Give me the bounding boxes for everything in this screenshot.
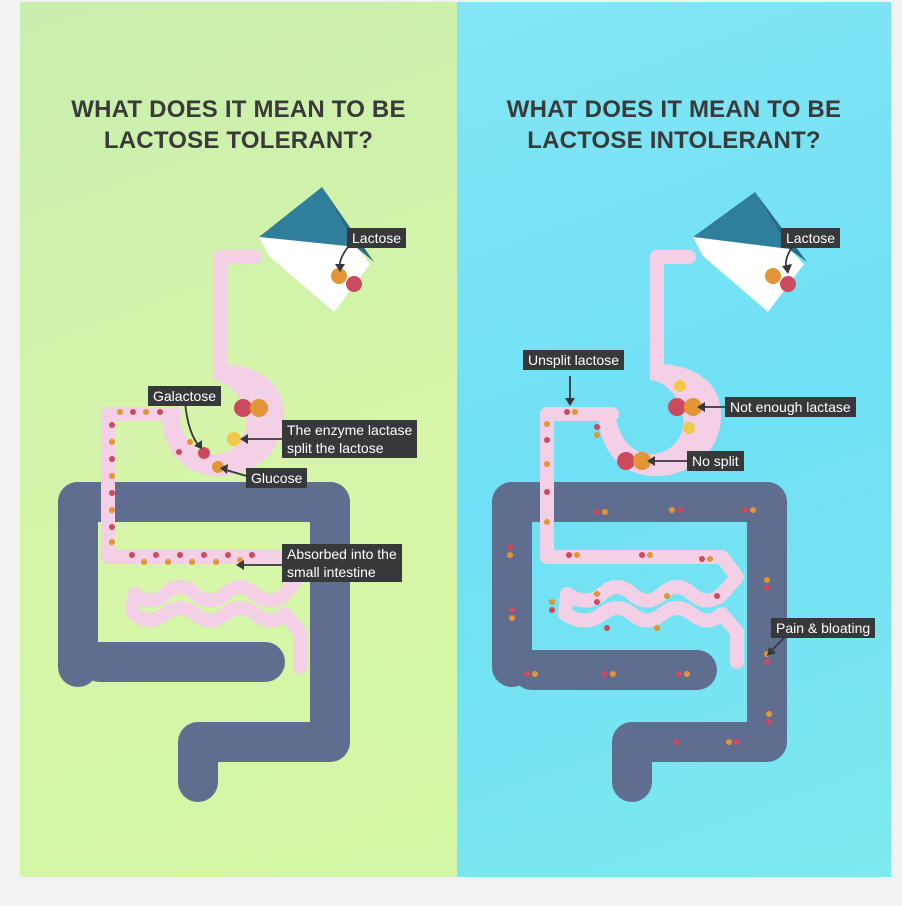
carton-glucose-dot	[765, 268, 781, 284]
stomach-particle	[176, 449, 182, 455]
carton-galactose-dot	[780, 276, 796, 292]
lactose-label: Lactose	[347, 228, 406, 248]
absorbed-label-line2: small intestine	[287, 563, 397, 581]
enzyme-label-line2: split the lactose	[287, 439, 412, 457]
intolerant-digestive-illustration	[457, 2, 891, 877]
milk-carton	[259, 187, 374, 312]
esophagus	[547, 257, 689, 414]
not-enough-lactase-label: Not enough lactase	[725, 397, 856, 417]
stomach-galactose-dot	[668, 398, 686, 416]
stomach-lactase-dot	[683, 422, 695, 434]
tolerant-panel: WHAT DOES IT MEAN TO BE LACTOSE TOLERANT…	[20, 2, 457, 877]
stomach-particle	[187, 439, 193, 445]
absorbed-label-line1: Absorbed into the	[287, 545, 397, 563]
galactose-dot	[198, 447, 210, 459]
pain-bloating-label: Pain & bloating	[771, 618, 875, 638]
enzyme-label: The enzyme lactase split the lactose	[282, 420, 417, 458]
galactose-label: Galactose	[148, 386, 221, 406]
no-split-label: No split	[687, 451, 744, 471]
carton-galactose-dot	[346, 276, 362, 292]
stomach	[162, 364, 284, 476]
lactase-dot	[227, 432, 241, 446]
absorbed-label: Absorbed into the small intestine	[282, 544, 402, 582]
stomach-glucose-dot	[250, 399, 268, 417]
lactose-label: Lactose	[781, 228, 840, 248]
enzyme-label-line1: The enzyme lactase	[287, 421, 412, 439]
stomach-lactase-dot	[674, 380, 686, 392]
unsplit-lactose-label: Unsplit lactose	[523, 350, 624, 370]
glucose-label: Glucose	[246, 468, 307, 488]
stomach-galactose-dot	[234, 399, 252, 417]
nosplit-galactose-dot	[617, 452, 635, 470]
intolerant-panel: WHAT DOES IT MEAN TO BE LACTOSE INTOLERA…	[457, 2, 891, 877]
